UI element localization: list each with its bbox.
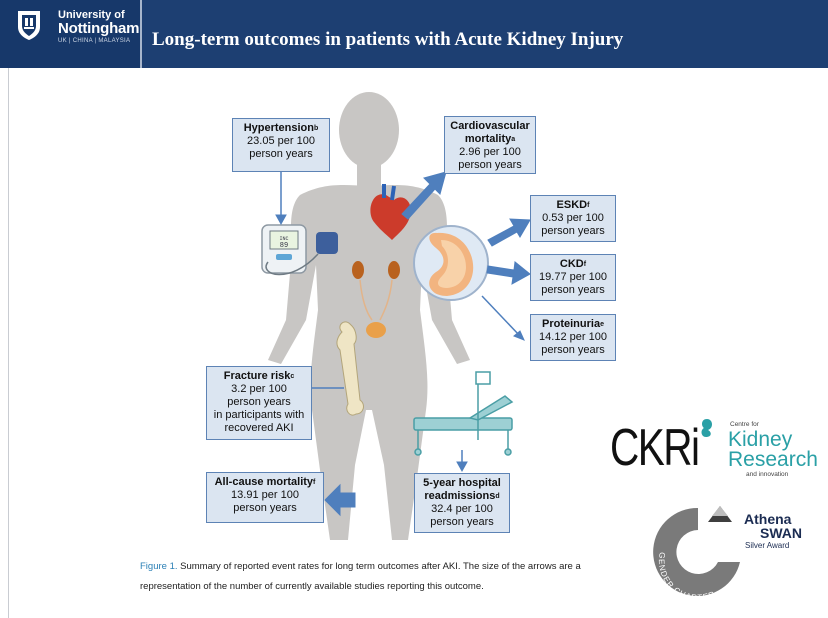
cardio-title: Cardiovascular: [450, 120, 530, 132]
swan-label: SWAN: [760, 525, 802, 541]
allcause-box: All-cause mortalityf 13.91 per 100 perso…: [206, 472, 324, 523]
eskd-box: ESKDf 0.53 per 100 person years: [530, 195, 616, 242]
eskd-title: ESKD: [556, 199, 588, 211]
cardio-ref: a: [511, 136, 516, 143]
silver-award-label: Silver Award: [745, 541, 790, 550]
slide-header: University of Nottingham UK | CHINA | MA…: [0, 0, 828, 68]
ckri-kidney-label: Kidney: [728, 428, 793, 451]
ckd-box: CKDf 19.77 per 100 person years: [530, 254, 616, 301]
bladder-icon: [359, 279, 393, 338]
fracture-note1: in participants with: [213, 409, 305, 421]
eskd-ref: f: [587, 202, 590, 209]
fracture-ref: c: [290, 373, 295, 380]
svg-text:INC: INC: [279, 236, 288, 242]
figure-caption: Figure 1. Summary of reported event rate…: [140, 557, 630, 597]
university-name-line1: University of: [58, 9, 125, 21]
fracture-box: Fracture riskc 3.2 per 100 person years …: [206, 366, 312, 440]
allcause-title: All-cause mortality: [214, 476, 314, 488]
hospital-ref: d: [495, 493, 500, 500]
eskd-rate: 0.53 per 100: [542, 212, 604, 224]
svg-text:89: 89: [280, 242, 288, 250]
university-campuses: UK | CHINA | MALAYSIA: [58, 38, 131, 44]
athena-label: Athena: [744, 511, 792, 527]
hospital-box: 5-year hospital readmissionsd 32.4 per 1…: [414, 473, 510, 533]
proteinuria-unit: person years: [541, 344, 605, 356]
university-crest-icon: [18, 11, 40, 40]
caption-text: Summary of reported event rates for long…: [140, 561, 581, 592]
allcause-rate: 13.91 per 100: [231, 489, 299, 501]
cardio-rate: 2.96 per 100: [459, 146, 521, 158]
allcause-arrow: [324, 483, 356, 517]
proteinuria-ref: e: [600, 321, 604, 328]
proteinuria-title: Proteinuria: [542, 318, 601, 330]
kidneys-icon: [352, 261, 400, 279]
cardio-arrow: [401, 171, 447, 220]
cardio-box: Cardiovascular mortalitya 2.96 per 100 p…: [444, 116, 536, 174]
hospital-unit: person years: [430, 516, 494, 528]
heart-icon: [370, 184, 411, 240]
university-logo[interactable]: University of Nottingham UK | CHINA | MA…: [0, 0, 140, 68]
proteinuria-rate: 14.12 per 100: [539, 331, 607, 343]
university-name-line2: Nottingham: [58, 20, 140, 37]
eskd-unit: person years: [541, 225, 605, 237]
hypertension-title: Hypertension: [243, 122, 314, 134]
hypertension-box: Hypertensionb 23.05 per 100 person years: [232, 118, 330, 172]
blood-pressure-monitor-icon: INC 89: [261, 224, 338, 276]
femur-icon: [336, 321, 364, 416]
ckri-centre-label: Centre for: [730, 421, 759, 428]
hypertension-unit: person years: [249, 148, 313, 160]
hypertension-ref: b: [314, 125, 319, 132]
ckd-unit: person years: [541, 284, 605, 296]
hospital-rate: 32.4 per 100: [431, 503, 493, 515]
kidney-cross-section-icon: [413, 225, 489, 301]
figure-label: Figure 1.: [140, 561, 178, 572]
arrows: [275, 171, 531, 517]
hospital-bed-icon: [413, 371, 514, 456]
slide-title: Long-term outcomes in patients with Acut…: [152, 29, 624, 50]
fracture-note2: recovered AKI: [224, 422, 294, 434]
eskd-arrow: [487, 218, 531, 247]
allcause-ref: f: [313, 479, 316, 486]
proteinuria-arrow: [481, 295, 521, 337]
ckd-arrow: [486, 261, 531, 285]
hospital-title: 5-year hospital: [423, 477, 501, 489]
header-divider: [140, 0, 142, 68]
allcause-unit: person years: [233, 502, 297, 514]
fracture-rate: 3.2 per 100: [231, 383, 287, 395]
fracture-title: Fracture risk: [223, 370, 291, 382]
cardio-title2: mortality: [464, 133, 512, 145]
ckri-innovation-label: and innovation: [746, 471, 789, 478]
cardio-unit: person years: [458, 159, 522, 171]
ckri-logo: CKRi: [610, 419, 700, 477]
ckd-ref: f: [583, 261, 587, 268]
proteinuria-box: Proteinuriae 14.12 per 100 person years: [530, 314, 616, 361]
athena-swan-logo-icon: GENDER CHARTER: [653, 506, 740, 602]
fracture-unit: person years: [227, 396, 291, 408]
ckri-research-label: Research: [728, 448, 818, 471]
ckd-rate: 19.77 per 100: [539, 271, 607, 283]
ckri-kidney-icon: [701, 419, 713, 437]
ckd-title: CKD: [559, 258, 584, 270]
hospital-title2: readmissions: [424, 490, 496, 502]
hypertension-rate: 23.05 per 100: [247, 135, 315, 147]
